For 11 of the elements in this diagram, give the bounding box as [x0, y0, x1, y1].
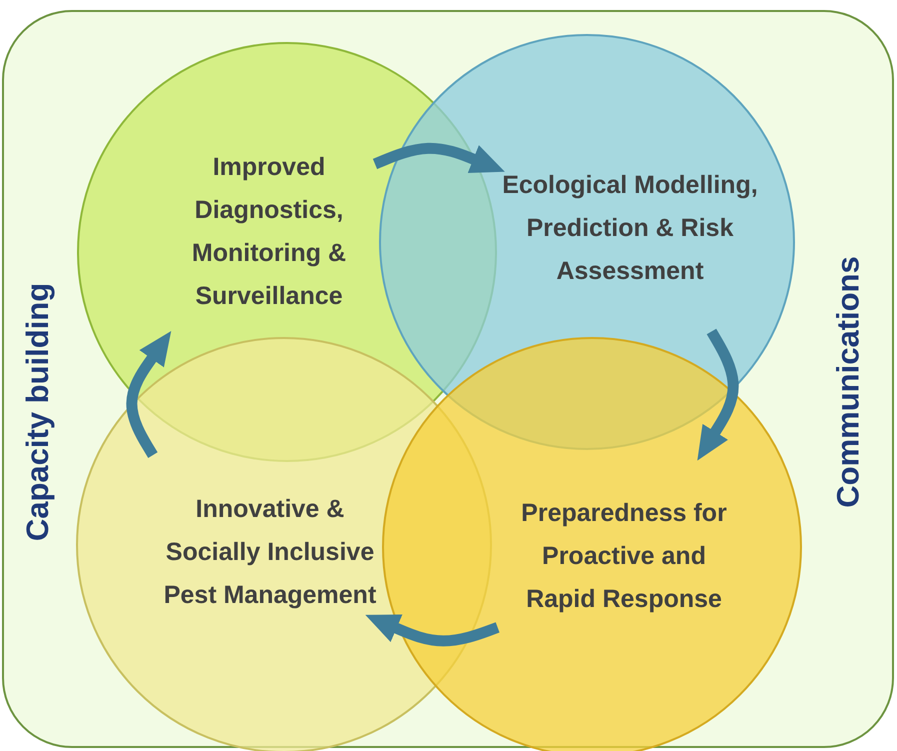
- circle-label: Preparedness for Proactive and Rapid Response: [520, 498, 728, 614]
- curved-arrow: [697, 328, 739, 461]
- side-label: Capacity building: [20, 282, 56, 542]
- circle-label: Innovative & Socially Inclusive Pest Management: [162, 494, 378, 610]
- side-label: Communications: [830, 256, 866, 508]
- circle-label: Improved Diagnostics, Monitoring & Surveillance: [190, 152, 348, 312]
- curved-arrow: [372, 142, 505, 174]
- curved-arrow: [365, 614, 500, 646]
- rounded-panel: [2, 10, 894, 748]
- circle-label: Ecological Modelling, Prediction & Risk Assessment: [501, 170, 759, 286]
- curved-arrow: [126, 330, 172, 458]
